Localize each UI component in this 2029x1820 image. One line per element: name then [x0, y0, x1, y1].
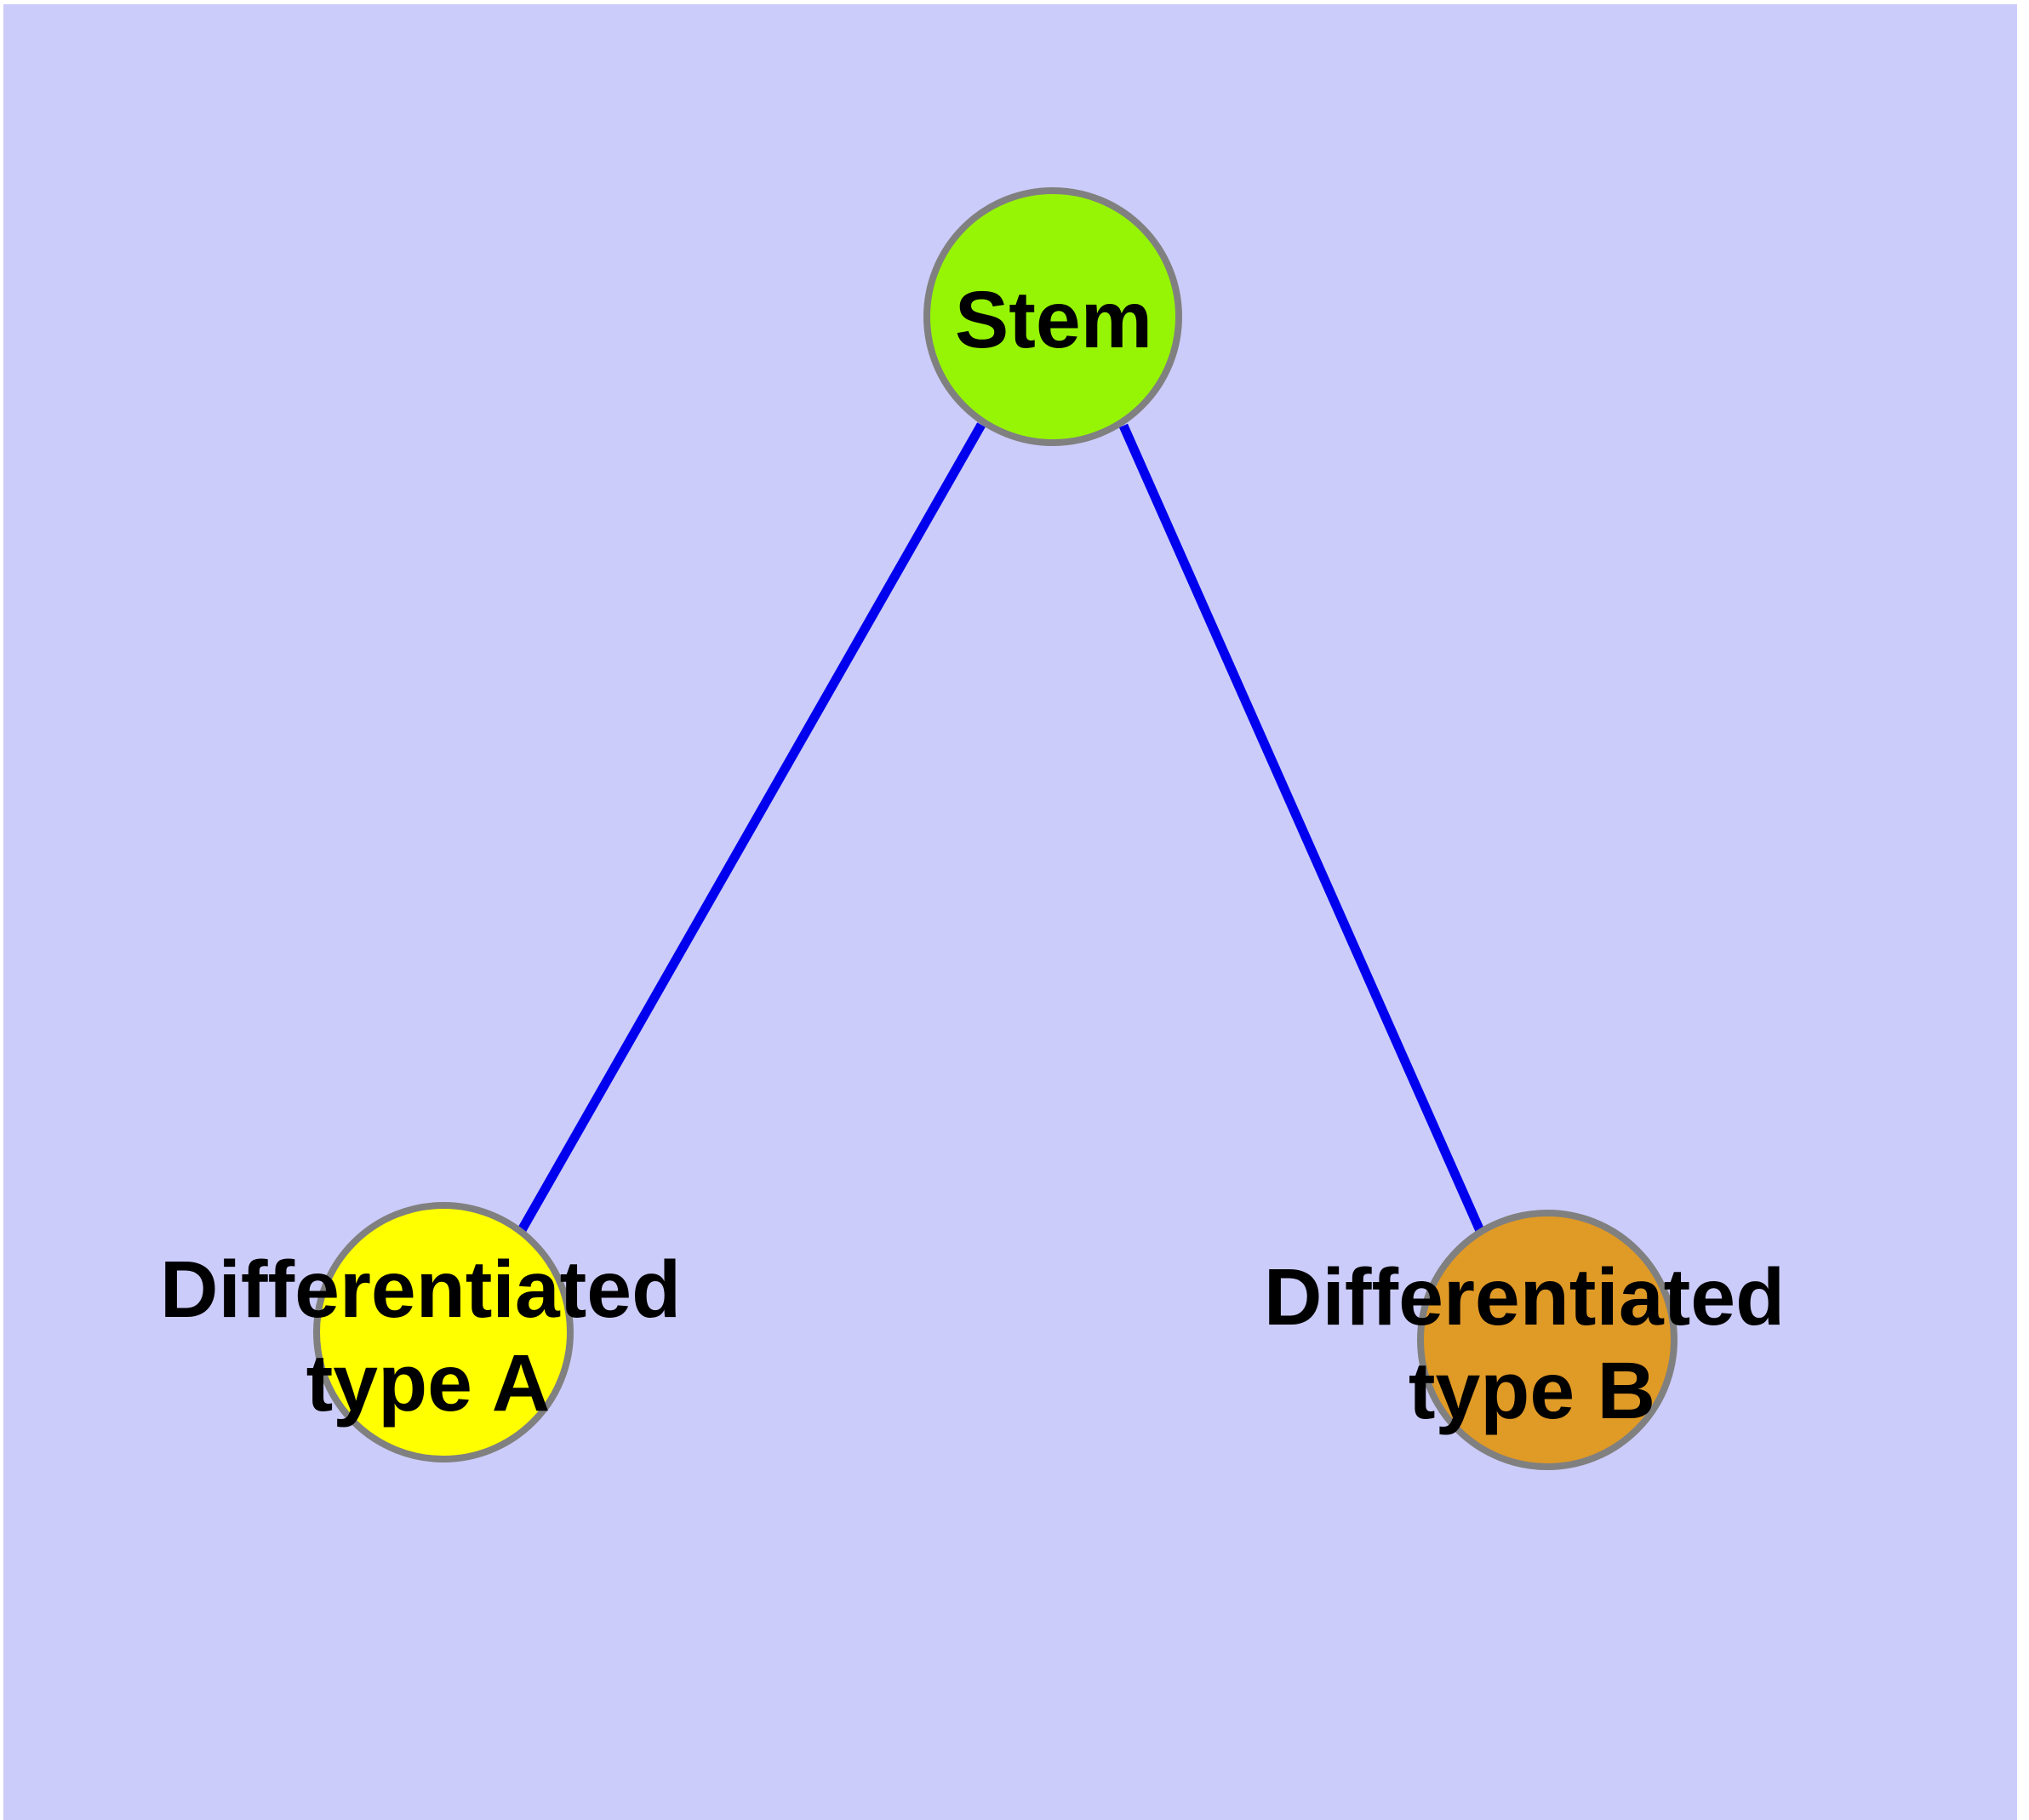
label-layer: Stem Differentiated type A Differentiate… [160, 275, 1785, 1436]
node-differentiated-type-a-label-line-2: type A [306, 1338, 551, 1428]
edge-stem-to-differentiated-type-b[interactable] [1118, 423, 1486, 1235]
node-differentiated-type-b-label-line-2: type B [1409, 1346, 1655, 1436]
node-stem-label: Stem [955, 275, 1152, 365]
node-differentiated-type-b-label-line-1: Differentiated [1264, 1252, 1785, 1342]
node-differentiated-type-a-circle[interactable] [313, 1202, 574, 1462]
node-stem-circle[interactable] [923, 187, 1182, 446]
node-stem[interactable] [923, 187, 1182, 446]
node-layer [313, 187, 1677, 1470]
edge-stem-to-differentiated-type-a[interactable] [517, 422, 986, 1233]
node-differentiated-type-b[interactable] [1417, 1210, 1677, 1470]
node-differentiated-type-a-label-line-1: Differentiated [160, 1245, 681, 1335]
node-differentiated-type-a[interactable] [313, 1202, 574, 1462]
edge-layer [517, 422, 1486, 1235]
node-differentiated-type-b-circle[interactable] [1417, 1210, 1677, 1470]
